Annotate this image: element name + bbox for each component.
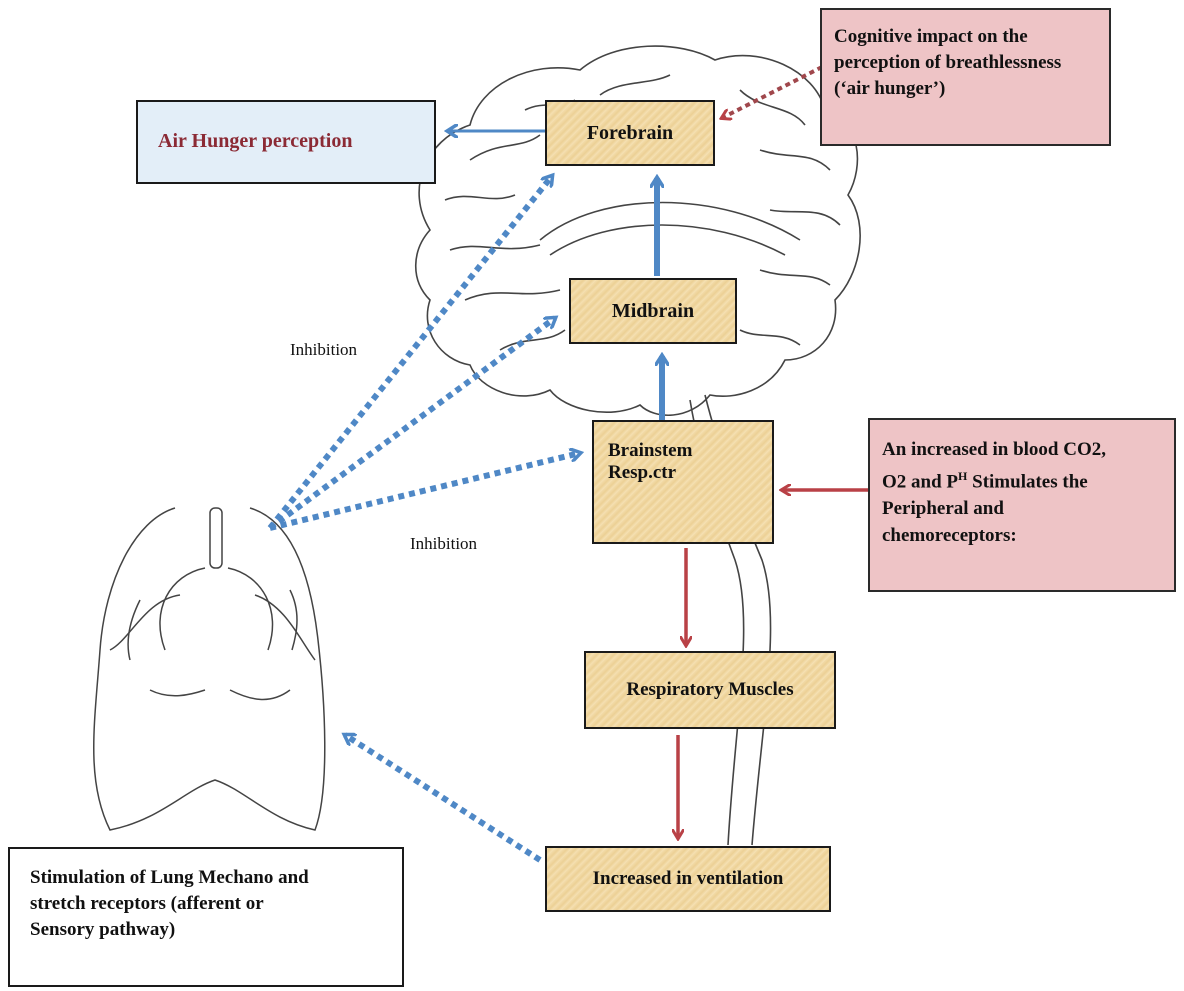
- dotted-inhibition-arrows: [270, 176, 580, 860]
- inhibition-label-bottom: Inhibition: [410, 534, 477, 554]
- air-hunger-label: Air Hunger perception: [158, 130, 352, 152]
- chemo-line-3: Peripheral and: [882, 495, 1174, 522]
- respiratory-muscles-node: Respiratory Muscles: [584, 651, 836, 729]
- chemo-line-2: O2 and PH Stimulates the: [882, 463, 1174, 495]
- dotted-arrow-cognitive-to-forebrain: [722, 67, 822, 118]
- lungs-outline-icon: [94, 508, 325, 830]
- cognitive-label: Cognitive impact on the perception of br…: [834, 26, 1061, 99]
- brainstem-label: Brainstem Resp.ctr: [608, 440, 692, 483]
- increased-ventilation-node: Increased in ventilation: [545, 846, 831, 912]
- brainstem-node: Brainstem Resp.ctr: [592, 420, 774, 544]
- inhibition-label-top: Inhibition: [290, 340, 357, 360]
- respiratory-muscles-label: Respiratory Muscles: [626, 679, 793, 701]
- stimulation-node: Stimulation of Lung Mechano and stretch …: [8, 847, 404, 987]
- midbrain-label: Midbrain: [612, 300, 694, 323]
- chemo-line-1: An increased in blood CO2,: [882, 436, 1174, 463]
- stimulation-label: Stimulation of Lung Mechano and stretch …: [30, 867, 309, 940]
- chemoreceptors-node: An increased in blood CO2, O2 and PH Sti…: [868, 418, 1176, 592]
- air-hunger-node: Air Hunger perception: [136, 100, 436, 184]
- cognitive-node: Cognitive impact on the perception of br…: [820, 8, 1111, 146]
- increased-ventilation-label: Increased in ventilation: [593, 868, 784, 890]
- forebrain-label: Forebrain: [587, 122, 673, 145]
- forebrain-node: Forebrain: [545, 100, 715, 166]
- midbrain-node: Midbrain: [569, 278, 737, 344]
- chemo-line-4: chemoreceptors:: [882, 522, 1174, 549]
